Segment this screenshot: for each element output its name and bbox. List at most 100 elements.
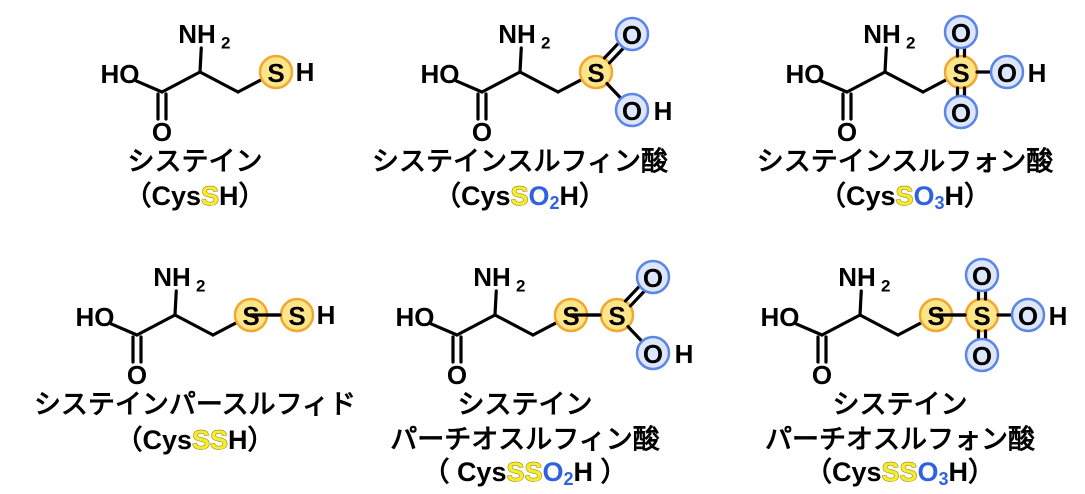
compound-formula: （ CysSSO2H ） bbox=[422, 457, 627, 489]
compound-formula: （CysSO2H） bbox=[434, 181, 606, 213]
hydroxyl-oxygen-label: O bbox=[643, 339, 663, 369]
oxo-oxygen-ring bbox=[614, 16, 650, 52]
hydroxyl-oxygen-ring bbox=[1010, 297, 1046, 333]
formula-segment: H） bbox=[228, 425, 275, 455]
acid-hydroxyl-label: HO bbox=[761, 302, 800, 332]
compound-name-line-1: システインスルフィン酸 bbox=[372, 147, 669, 178]
bond-ca-cb bbox=[173, 313, 215, 337]
hydroxyl-hydrogen-label: H bbox=[675, 339, 694, 369]
oxo-oxygen-label: O bbox=[643, 263, 663, 293]
bond-ca-cb bbox=[883, 70, 925, 94]
amine-label: NH bbox=[498, 19, 536, 49]
bond-ca-cb bbox=[858, 313, 900, 337]
bond-ca-cb bbox=[493, 313, 535, 337]
bond-ca-cb bbox=[198, 70, 240, 94]
formula-segment: 2 bbox=[550, 193, 560, 213]
compound-formula: （CysSH） bbox=[124, 181, 265, 211]
compound-formula: （CysSSO3H） bbox=[805, 457, 995, 489]
bond-ca-c bbox=[820, 313, 862, 337]
hydroxyl-oxygen-ring bbox=[989, 54, 1025, 90]
formula-segment: S bbox=[510, 181, 528, 211]
amine-label: NH bbox=[838, 262, 876, 292]
sulfur-atom-label: S bbox=[973, 301, 990, 331]
bond-s-oh bbox=[605, 82, 623, 100]
amine-label: NH bbox=[473, 262, 511, 292]
acid-hydroxyl-label: HO bbox=[786, 59, 825, 89]
sulfur-atom-label: S bbox=[587, 58, 604, 88]
formula-segment: （Cys bbox=[124, 181, 201, 211]
bond-ca-n bbox=[493, 289, 498, 317]
formula-segment: （Cys bbox=[819, 181, 896, 211]
sulfur-atom-label: S bbox=[288, 301, 305, 331]
carbonyl-oxygen-label: O bbox=[127, 360, 147, 390]
compound-formula: （CysSSH） bbox=[115, 425, 274, 455]
amine-label: NH bbox=[863, 19, 901, 49]
bond-to-sulfur bbox=[531, 321, 558, 337]
amine-subscript: 2 bbox=[881, 277, 890, 296]
carbonyl-oxygen-label: O bbox=[472, 117, 492, 147]
bond-ca-n bbox=[883, 46, 888, 74]
formula-segment: 2 bbox=[564, 469, 574, 489]
formula-segment: 3 bbox=[939, 469, 949, 489]
oxo-oxygen-top-ring bbox=[964, 257, 1000, 293]
bond-s-o-double-a bbox=[607, 46, 626, 65]
formula-segment: SS bbox=[881, 457, 917, 487]
amine-subscript: 2 bbox=[906, 34, 915, 53]
formula-segment: O bbox=[529, 181, 550, 211]
oxo-oxygen-bottom-label: O bbox=[972, 341, 992, 371]
formula-segment: （ Cys bbox=[422, 457, 506, 487]
formula-segment: O bbox=[918, 457, 939, 487]
hydroxyl-oxygen-label: O bbox=[997, 58, 1017, 88]
sulfur-highlight-ring bbox=[578, 54, 614, 90]
formula-segment: S bbox=[201, 181, 219, 211]
bond-ca-n bbox=[173, 289, 178, 317]
compound-name-line-2: パーチオスルフォン酸 bbox=[765, 425, 1036, 456]
bond-ca-c bbox=[845, 70, 887, 94]
bond-c-oh bbox=[819, 79, 849, 94]
acid-hydroxyl-label: HO bbox=[76, 302, 115, 332]
compound-name-line-1: システイン bbox=[128, 147, 263, 178]
formula-segment: H ） bbox=[574, 457, 628, 487]
formula-segment: H） bbox=[949, 457, 996, 487]
bond-ca-cb bbox=[518, 70, 560, 94]
terminal-hydrogen-label: H bbox=[296, 57, 315, 87]
bond-to-sulfur bbox=[896, 321, 923, 337]
sulfur-atom-label: S bbox=[608, 301, 625, 331]
bond-ca-c bbox=[455, 313, 497, 337]
bond-c-oh bbox=[429, 322, 459, 337]
carbonyl-oxygen-label: O bbox=[837, 117, 857, 147]
formula-segment: （Cys bbox=[434, 181, 511, 211]
amine-label: NH bbox=[153, 262, 191, 292]
bond-s-o-double-a bbox=[628, 289, 647, 308]
carbonyl-oxygen-label: O bbox=[447, 360, 467, 390]
sulfur-atom-label: S bbox=[952, 58, 969, 88]
compound-name-line-1: システインパースルフィド bbox=[34, 390, 356, 421]
hydroxyl-oxygen-label: O bbox=[622, 96, 642, 126]
bond-s-o-double-b bbox=[623, 284, 642, 303]
sulfur-highlight-ring bbox=[258, 54, 294, 90]
formula-segment: SS bbox=[192, 425, 228, 455]
bond-ca-c bbox=[480, 70, 522, 94]
formula-segment: O bbox=[543, 457, 564, 487]
amine-subscript: 2 bbox=[516, 277, 525, 296]
compound-formula: （CysSO3H） bbox=[819, 181, 991, 213]
formula-segment: 3 bbox=[935, 193, 945, 213]
hydroxyl-oxygen-ring bbox=[614, 92, 650, 128]
amine-subscript: 2 bbox=[541, 34, 550, 53]
oxo-oxygen-ring bbox=[635, 259, 671, 295]
compound-name-line-2: パーチオスルフィン酸 bbox=[390, 425, 660, 456]
carbonyl-oxygen-label: O bbox=[812, 360, 832, 390]
oxo-oxygen-top-label: O bbox=[972, 261, 992, 291]
oxo-oxygen-label: O bbox=[622, 20, 642, 50]
formula-segment: O bbox=[914, 181, 935, 211]
carbonyl-oxygen-label: O bbox=[152, 117, 172, 147]
formula-segment: SS bbox=[506, 457, 542, 487]
compound-name-line-1: システイン bbox=[458, 390, 593, 421]
bond-ca-c bbox=[160, 70, 202, 94]
bond-c-oh bbox=[109, 322, 139, 337]
bond-ca-n bbox=[858, 289, 863, 317]
compound-name-line-1: システインスルフォン酸 bbox=[757, 147, 1054, 178]
